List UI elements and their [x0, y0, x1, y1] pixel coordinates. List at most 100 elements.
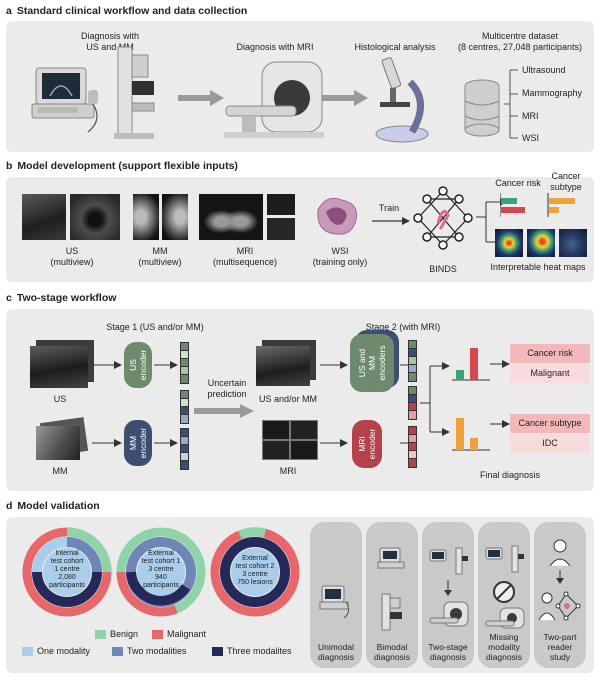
- scenario-reader-study-card: Two-part reader study: [534, 522, 586, 668]
- modality-mri: MRI: [522, 111, 539, 121]
- stage1-us-image-front: [30, 346, 88, 388]
- cohort-external-1-label: External test cohort 1 3 centre 940 part…: [141, 550, 181, 589]
- final-arrows-icon: [490, 360, 510, 428]
- legend-benign-swatch: [95, 630, 106, 639]
- cohort-internal-label: Internal test cohort 1 centre 2,080 part…: [49, 550, 85, 589]
- stage2-us-mm-label: US and/or MM: [258, 394, 318, 404]
- train-label: Train: [378, 203, 400, 213]
- legend-benign: Benign: [110, 629, 139, 639]
- us-mm-encoders: US and MM encoders: [350, 334, 394, 392]
- stage2-output-bracket-icon: [420, 362, 450, 436]
- subtype-bar-chart-icon: [452, 418, 490, 451]
- final-diagnosis-label: Final diagnosis: [479, 470, 541, 480]
- us-feature-vector: [180, 342, 189, 384]
- mammography-device-icon: [114, 46, 155, 139]
- binds-output-bars-icon: [500, 193, 575, 217]
- mri-scanner-icon: [224, 61, 324, 138]
- cohort-donut-external-1: [116, 527, 206, 617]
- us-machine-icon: [377, 547, 405, 569]
- us-machine-icon: [319, 585, 350, 619]
- input-mm-label: MM (multiview): [138, 246, 182, 267]
- scenario-bimodal-label: Bimodal diagnosis: [374, 642, 410, 662]
- us-mm-icon: [485, 545, 524, 573]
- panel-d-letter: d: [6, 500, 13, 512]
- mri-icon: [485, 607, 525, 629]
- legend-malignant: Malignant: [167, 629, 207, 639]
- output-risk-box: Cancer risk Malignant: [510, 344, 590, 384]
- output-risk-title: Cancer risk: [510, 344, 590, 363]
- stage2-mri-label: MRI: [279, 466, 297, 476]
- legend-one-modality-swatch: [22, 647, 33, 656]
- cohort-donut-internal: [22, 527, 112, 617]
- scenario-missing-modality-card: Missing modality diagnosis: [478, 522, 530, 668]
- scenario-reader-study-label: Two-part reader study: [543, 632, 577, 662]
- input-wsi-label: WSI (training only): [312, 246, 368, 267]
- stage2-us-mm-feature-vector: [408, 340, 417, 382]
- wsi-image: [317, 197, 358, 235]
- mri-image-seq-1: [267, 194, 295, 215]
- panel-a-letter: a: [6, 5, 12, 17]
- modality-ultrasound: Ultrasound: [522, 65, 566, 75]
- modality-wsi: WSI: [522, 133, 539, 143]
- train-arrow-icon: [372, 217, 410, 225]
- panel-c-title: c Two-stage workflow: [6, 292, 116, 304]
- legend-malignant-swatch: [152, 630, 163, 639]
- heatmap-1: [495, 229, 523, 257]
- stage1-arrows-icon: [92, 361, 122, 447]
- stage2-us-mm-image-front: [256, 346, 310, 386]
- panel-a-title-text: Standard clinical workflow and data coll…: [16, 5, 248, 17]
- stage2-mri-image-2: [290, 420, 318, 440]
- mri-image-seq-2: [267, 218, 295, 240]
- stage2-label: Stage 2 (with MRI): [365, 322, 441, 332]
- microscope-icon: [375, 57, 429, 143]
- uncertain-arrow-icon: [194, 404, 254, 418]
- legend-three-modalities: Three modalites: [227, 646, 292, 656]
- input-mri-label: MRI (multisequence): [212, 246, 278, 267]
- heatmap-3: [559, 229, 587, 257]
- output-subtype-title: Cancer subtype: [510, 414, 590, 433]
- input-us-label: US (multiview): [50, 246, 94, 267]
- mm-feature-vector: [180, 428, 189, 470]
- output-subtype-value: IDC: [510, 434, 590, 453]
- ultrasound-machine-icon: [31, 67, 98, 133]
- panel-c-title-text: Two-stage workflow: [16, 292, 117, 304]
- us-image-2: [70, 194, 120, 240]
- scenario-two-stage-label: Two-stage diagnosis: [428, 642, 468, 662]
- output-subtype-box: Cancer subtype IDC: [510, 414, 590, 454]
- uncertain-prediction-label: Uncertain prediction: [207, 378, 247, 399]
- heatmap-2: [527, 229, 555, 257]
- stage2-concat-feature-vector: [408, 386, 417, 420]
- cohort-donut-external-2: [210, 527, 300, 617]
- dataset-bracket-icon: [504, 69, 518, 139]
- stage2-mri-image-3: [262, 440, 290, 460]
- database-icon: [464, 79, 500, 137]
- doctor-icon: [549, 539, 571, 566]
- legend-two-modalities: Two modalities: [127, 646, 187, 656]
- mri-encoder: MRI encoder: [352, 420, 382, 468]
- output-heatmaps-label: Interpretable heat maps: [490, 262, 586, 272]
- scenario-unimodal-card: Unimodal diagnosis: [310, 522, 362, 668]
- scenario-bimodal-card: Bimodal diagnosis: [366, 522, 418, 668]
- prohibited-icon: [493, 581, 515, 603]
- down-arrow-icon: [556, 570, 564, 584]
- panel-b-letter: b: [6, 160, 13, 172]
- mm-image-2: [162, 194, 188, 240]
- stage1-enc-arrows-icon: [154, 361, 178, 447]
- stage1-us-label: US: [53, 394, 67, 404]
- stage2-arrows-icon: [320, 361, 348, 447]
- panel-c: [6, 309, 594, 491]
- scenario-unimodal-label: Unimodal diagnosis: [318, 642, 354, 662]
- us-image-1: [22, 194, 66, 240]
- scenario-two-stage-card: Two-stage diagnosis: [422, 522, 474, 668]
- us-encoder: US encoder: [124, 342, 152, 388]
- panel-c-letter: c: [6, 292, 12, 304]
- down-arrow-icon: [444, 580, 452, 596]
- risk-bar-chart-icon: [452, 348, 490, 381]
- binds-network-icon: [413, 186, 473, 250]
- mammography-icon: [381, 593, 402, 631]
- output-cancer-subtype-label: Cancer subtype: [550, 171, 582, 192]
- mri-image-main: [199, 194, 263, 240]
- stage2-mri-image-4: [290, 440, 318, 460]
- stage1-mm-label: MM: [52, 466, 68, 476]
